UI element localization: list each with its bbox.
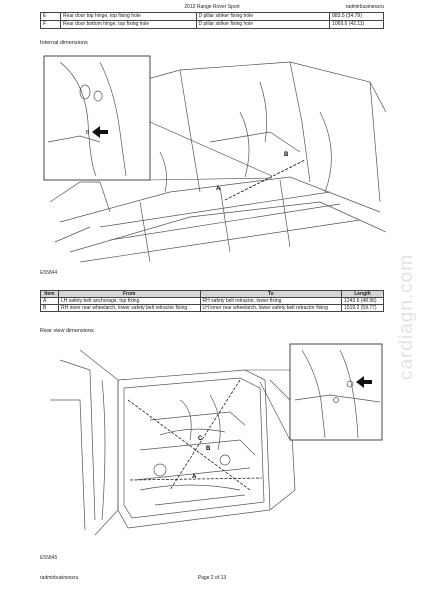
cell-to: LH inner rear wheelarch, lower safety be… — [199, 304, 343, 312]
col-header-length: Length — [341, 290, 384, 298]
rear-dim-label-b: B — [206, 446, 211, 452]
rear-view-dimensions-figure: C B A — [50, 343, 383, 536]
col-header-item: Item — [40, 290, 59, 298]
cell-item: F — [40, 20, 61, 29]
figure-id-internal: E55844 — [40, 270, 58, 276]
cell-from: LH safety belt anchorage, top fixing — [57, 297, 201, 305]
cell-item: A — [40, 297, 59, 305]
cell-to: D pillar striker fixing hole — [195, 12, 331, 21]
table-row: F Rear door bottom hinge, top fixing hol… — [40, 20, 384, 29]
footer-site: radmirbusinessru — [40, 575, 79, 581]
cell-from: RH inner rear wheelarch, lower safety be… — [57, 304, 201, 312]
dim-label-a: A — [216, 186, 221, 192]
cell-length: 883.5 (34.79) — [329, 12, 384, 21]
page-header: 2012 Range Rover Sport radmirbusinessru — [0, 3, 424, 12]
table-row: B RH inner rear wheelarch, lower safety … — [40, 304, 384, 312]
cell-length: 1069.6 (42.11) — [329, 20, 384, 29]
footer-page-number: Page 2 of 13 — [197, 575, 227, 581]
table-row: E Rear door top hinge, top fixing hole D… — [40, 12, 384, 21]
col-header-from: From — [57, 290, 201, 298]
internal-dimensions-table: Item From To Length A LH safety belt anc… — [40, 290, 384, 312]
dim-label-b: B — [284, 152, 289, 158]
cell-item: B — [40, 304, 59, 312]
cell-from: Rear door top hinge, top fixing hole — [59, 12, 197, 21]
top-dimensions-table: E Rear door top hinge, top fixing hole D… — [40, 12, 384, 29]
watermark-text: cardiagn.com — [396, 253, 417, 380]
cell-from: Rear door bottom hinge, top fixing hole — [59, 20, 197, 29]
figure-id-rear: E55845 — [40, 555, 58, 561]
cell-to: D pillar striker fixing hole — [195, 20, 331, 29]
table-row: A LH safety belt anchorage, top fixing R… — [40, 297, 384, 305]
header-site: radmirbusinessru — [345, 4, 384, 10]
cell-item: E — [40, 12, 61, 21]
inset-label-b: B — [86, 130, 90, 136]
section-caption-rear: Rear view dimensions — [40, 328, 94, 334]
table-header-row: Item From To Length — [40, 290, 384, 298]
header-title: 2012 Range Rover Sport — [184, 4, 240, 10]
internal-dimensions-figure: B A B — [43, 55, 386, 263]
cell-to: RH safety belt retractor, lower fixing — [199, 297, 343, 305]
section-caption-internal: Internal dimensions — [40, 40, 88, 46]
cell-length: 1519.2 (59.77) — [341, 304, 384, 312]
cell-length: 1243.6 (48.96) — [341, 297, 384, 305]
rear-dim-label-a: A — [192, 474, 197, 480]
col-header-to: To — [199, 290, 343, 298]
rear-dim-label-c: C — [198, 436, 203, 442]
